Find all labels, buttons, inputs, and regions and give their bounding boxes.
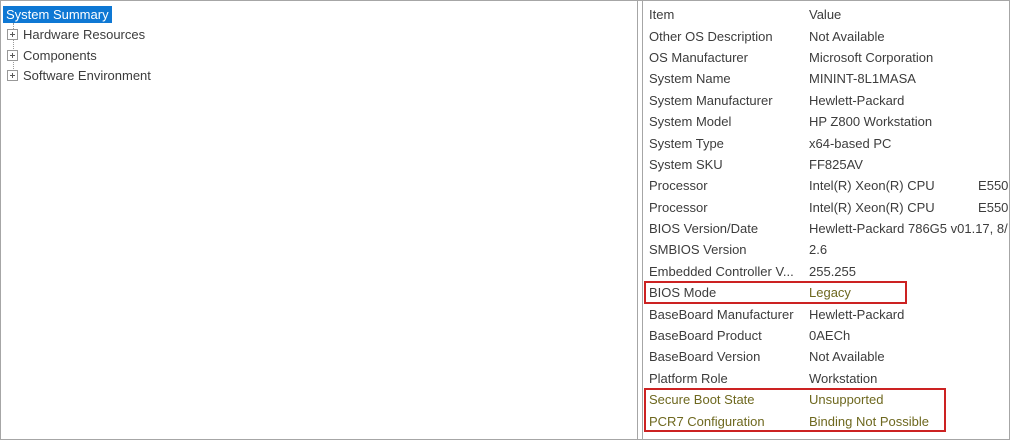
row-item-cell: PCR7 Configuration: [649, 413, 765, 429]
column-header-value[interactable]: Value: [809, 7, 842, 23]
table-row[interactable]: System Manufacturer Hewlett-Packard: [649, 90, 1009, 111]
row-item-cell: OS Manufacturer: [649, 49, 748, 65]
tree-guide-line: [13, 23, 14, 73]
row-item-cell: BIOS Mode: [649, 285, 717, 301]
table-row[interactable]: Platform Role Workstation: [649, 368, 1009, 389]
row-item-cell: System SKU: [649, 156, 723, 172]
row-item-cell: Processor: [649, 178, 708, 194]
row-item-cell: BaseBoard Product: [649, 328, 762, 344]
row-value-cell: 0AECh: [809, 328, 851, 344]
row-value-cell: Unsupported: [809, 392, 884, 408]
details-rows: Item Value Other OS Description Not Avai…: [643, 1, 1009, 432]
expand-plus-icon[interactable]: [7, 29, 18, 41]
row-item-cell: System Name: [649, 71, 731, 87]
expand-plus-icon[interactable]: [7, 49, 18, 61]
row-value-cell: MININT-8L1MASA: [809, 71, 916, 87]
row-value-cell: Binding Not Possible: [809, 413, 929, 429]
table-row[interactable]: System Type x64-based PC: [649, 132, 1009, 153]
row-value-cell: Legacy: [809, 285, 851, 301]
row-item-cell: Platform Role: [649, 370, 728, 386]
table-row[interactable]: BaseBoard Manufacturer Hewlett-Packard: [649, 303, 1009, 324]
table-row[interactable]: SMBIOS Version 2.6: [649, 239, 1009, 260]
row-item-cell: BaseBoard Version: [649, 349, 761, 365]
row-value-cell: FF825AV: [809, 156, 863, 172]
table-row[interactable]: System SKU FF825AV: [649, 154, 1009, 175]
tree-item-label: Components: [23, 47, 97, 63]
row-value-cell: Microsoft Corporation: [809, 49, 934, 65]
row-value-cell: Intel(R) Xeon(R) CPU E5506: [809, 178, 1009, 194]
row-value-cell: Workstation: [809, 370, 878, 386]
tree-item-label: Software Environment: [23, 68, 151, 84]
row-value-cell: Hewlett-Packard: [809, 306, 905, 322]
table-row[interactable]: Processor Intel(R) Xeon(R) CPU E5506: [649, 197, 1009, 218]
expand-plus-icon[interactable]: [7, 70, 18, 82]
table-row[interactable]: Embedded Controller V... 255.255: [649, 261, 1009, 282]
tree-item[interactable]: Components: [1, 45, 634, 66]
row-item-cell: Secure Boot State: [649, 392, 755, 408]
row-value-cell: Not Available: [809, 28, 885, 44]
row-item-cell: System Type: [649, 135, 724, 151]
row-item-cell: System Manufacturer: [649, 92, 773, 108]
row-value-cell: Intel(R) Xeon(R) CPU E5506: [809, 199, 1009, 215]
row-value-cell: Hewlett-Packard: [809, 92, 905, 108]
row-item-cell: BIOS Version/Date: [649, 221, 759, 237]
row-value-cell: HP Z800 Workstation: [809, 114, 933, 130]
row-item-cell: Processor: [649, 199, 708, 215]
row-item-cell: SMBIOS Version: [649, 242, 747, 258]
table-row[interactable]: System Model HP Z800 Workstation: [649, 111, 1009, 132]
row-item-cell: Embedded Controller V...: [649, 263, 794, 279]
table-row[interactable]: Processor Intel(R) Xeon(R) CPU E5506: [649, 175, 1009, 196]
row-value-cell: x64-based PC: [809, 135, 892, 151]
details-pane: Item Value Other OS Description Not Avai…: [637, 1, 1009, 439]
row-item-cell: Other OS Description: [649, 28, 773, 44]
row-value-cell: Hewlett-Packard 786G5 v01.17, 8/: [809, 221, 1008, 237]
row-value-cell: 255.255: [809, 263, 856, 279]
tree-pane: System Summary Hardware Resources Compon…: [1, 1, 634, 439]
tree-item[interactable]: Software Environment: [1, 66, 634, 87]
row-value-cell: 2.6: [809, 242, 828, 258]
table-row[interactable]: BaseBoard Product 0AECh: [649, 325, 1009, 346]
row-item-cell: System Model: [649, 114, 732, 130]
tree-item-label: System Summary: [3, 5, 112, 23]
row-item-cell: BaseBoard Manufacturer: [649, 306, 794, 322]
table-row[interactable]: BaseBoard Version Not Available: [649, 346, 1009, 367]
tree-item[interactable]: System Summary: [1, 4, 634, 25]
table-row[interactable]: PCR7 Configuration Binding Not Possible: [649, 410, 1009, 431]
table-row[interactable]: BIOS Version/Date Hewlett-Packard 786G5 …: [649, 218, 1009, 239]
table-row[interactable]: Other OS Description Not Available: [649, 25, 1009, 46]
column-header-item[interactable]: Item: [649, 7, 675, 23]
row-value-cell: Not Available: [809, 349, 885, 365]
tree-item-label: Hardware Resources: [23, 27, 146, 43]
table-row[interactable]: OS Manufacturer Microsoft Corporation: [649, 47, 1009, 68]
details-header: Item Value: [649, 4, 1009, 25]
table-row[interactable]: Secure Boot State Unsupported: [649, 389, 1009, 410]
table-row[interactable]: BIOS Mode Legacy: [649, 282, 1009, 303]
details-list: Item Value Other OS Description Not Avai…: [642, 1, 1009, 439]
tree-item[interactable]: Hardware Resources: [1, 25, 634, 46]
table-row[interactable]: System Name MININT-8L1MASA: [649, 68, 1009, 89]
